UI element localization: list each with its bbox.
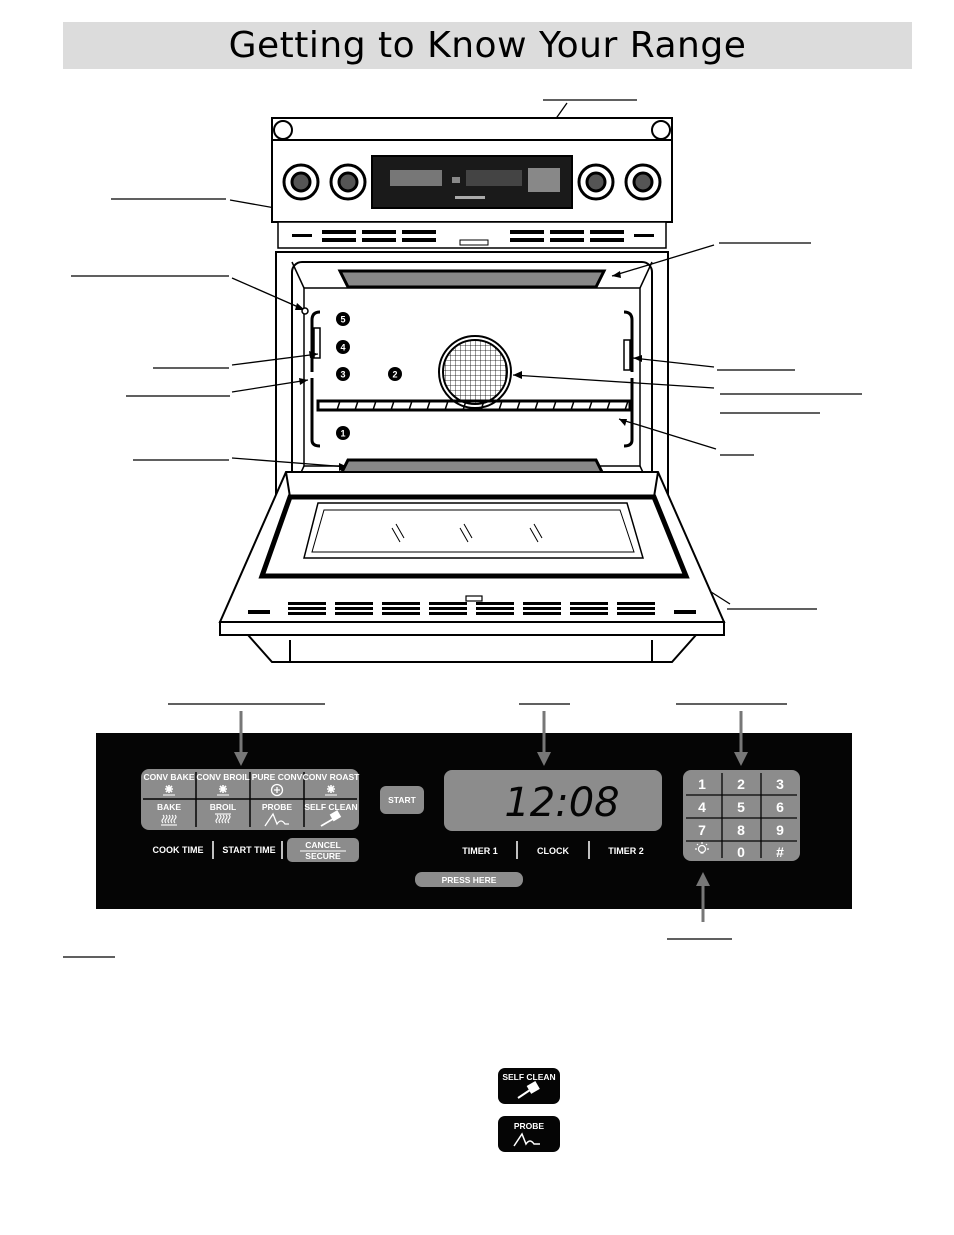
light-switch-icon	[301, 307, 309, 315]
bake-button[interactable]: BAKE	[157, 802, 181, 826]
convection-fan	[438, 335, 512, 409]
keypad-key-label: #	[776, 844, 784, 860]
mode-button-label: CONV BAKE	[143, 772, 194, 782]
display-window: 12:08	[444, 770, 662, 831]
keypad-key-0[interactable]: 0	[737, 844, 745, 860]
clock-button[interactable]: CLOCK	[537, 846, 569, 856]
page-title: Getting to Know Your Range	[228, 25, 747, 66]
start-time-button[interactable]: START TIME	[222, 845, 275, 855]
keypad-key-label: 2	[737, 776, 745, 792]
pure-conv-button[interactable]: PURE CONV	[252, 772, 303, 797]
oven-door	[218, 471, 726, 663]
range-vents-top	[292, 230, 654, 246]
timer1-button[interactable]: TIMER 1	[462, 846, 498, 856]
start-button-label: START	[388, 795, 417, 805]
rack-position-number: 5	[340, 315, 345, 325]
keypad-key-hash[interactable]: #	[776, 844, 784, 860]
door-vents	[248, 602, 696, 615]
brush-icon	[517, 1081, 540, 1099]
keypad-key-label: 5	[737, 799, 745, 815]
fan-icon	[219, 785, 227, 793]
press-here-button[interactable]: PRESS HERE	[415, 872, 523, 887]
keypad-key-7[interactable]: 7	[698, 822, 706, 838]
keypad-key-label: 9	[776, 822, 784, 838]
probe-icon	[264, 812, 289, 827]
rack-position-1: 1	[336, 426, 350, 440]
range-control-strip	[371, 155, 573, 209]
cook-time-button[interactable]: COOK TIME	[153, 845, 204, 855]
keypad-key-label: 7	[698, 822, 706, 838]
keypad-key-light[interactable]	[695, 842, 709, 854]
keypad-key-label: 8	[737, 822, 745, 838]
page-title-bar: Getting to Know Your Range	[63, 22, 912, 69]
fan-icon	[327, 785, 335, 793]
rack-position-number: 3	[340, 370, 345, 380]
keypad-key-6[interactable]: 6	[776, 799, 784, 815]
broil-element-icon	[215, 813, 231, 824]
keypad-key-label: 1	[698, 776, 706, 792]
cancel-label: CANCEL	[305, 840, 340, 850]
legend-self-clean-label: SELF CLEAN	[502, 1072, 555, 1082]
mode-button-label: BAKE	[157, 802, 181, 812]
self-clean-button[interactable]: SELF CLEAN	[304, 802, 358, 827]
keypad-key-label: 4	[698, 799, 706, 815]
panel-arrows	[234, 711, 748, 922]
rack-position-number: 4	[340, 343, 345, 353]
mode-button-label: CONV ROAST	[303, 772, 360, 782]
brush-icon	[320, 810, 342, 827]
rack-position-number: 2	[392, 370, 397, 380]
numeric-keypad	[683, 770, 800, 861]
keypad-key-label: 0	[737, 844, 745, 860]
conv-bake-button[interactable]: CONV BAKE	[143, 772, 195, 796]
keypad-key-1[interactable]: 1	[698, 776, 706, 792]
keypad-key-8[interactable]: 8	[737, 822, 745, 838]
rack-supports	[310, 310, 634, 448]
range-knobs	[282, 163, 662, 201]
fan-icon	[165, 785, 173, 793]
legend-probe-label: PROBE	[514, 1121, 545, 1131]
probe-icon	[513, 1132, 540, 1147]
broil-button[interactable]: BROIL	[210, 802, 236, 824]
bake-element-icon	[161, 814, 177, 826]
keypad-key-9[interactable]: 9	[776, 822, 784, 838]
mode-button-label: PROBE	[262, 802, 293, 812]
keypad-key-5[interactable]: 5	[737, 799, 745, 815]
keypad-key-4[interactable]: 4	[698, 799, 706, 815]
conv-broil-button[interactable]: CONV BROIL	[196, 772, 250, 796]
legend-probe-button: PROBE	[498, 1116, 560, 1152]
conv-roast-button[interactable]: CONV ROAST	[303, 772, 360, 796]
start-button[interactable]: START	[380, 786, 424, 814]
rack-position-markers: 1 2 3 4 5	[336, 312, 402, 440]
probe-button[interactable]: PROBE	[262, 802, 293, 827]
press-here-label: PRESS HERE	[442, 875, 497, 885]
timer2-button[interactable]: TIMER 2	[608, 846, 644, 856]
rack-position-3: 3	[336, 367, 350, 381]
keypad-key-label: 3	[776, 776, 784, 792]
mode-button-label: CONV BROIL	[196, 772, 249, 782]
legend-self-clean-button: SELF CLEAN	[498, 1068, 560, 1104]
mode-button-label: PURE CONV	[252, 772, 303, 782]
mode-button-label: SELF CLEAN	[304, 802, 357, 812]
keypad-key-label: 6	[776, 799, 784, 815]
keypad-key-3[interactable]: 3	[776, 776, 784, 792]
rack-position-5: 5	[336, 312, 350, 326]
top-broil-element	[337, 269, 607, 289]
keypad-key-2[interactable]: 2	[737, 776, 745, 792]
rack-position-2: 2	[388, 367, 402, 381]
clock-display: 12:08	[504, 780, 619, 826]
mode-button-grid	[141, 769, 359, 830]
light-bulb-icon	[695, 842, 709, 854]
rack-position-4: 4	[336, 340, 350, 354]
rack-position-number: 1	[340, 429, 345, 439]
cancel-secure-button[interactable]: CANCEL SECURE	[287, 838, 359, 862]
secure-label: SECURE	[305, 851, 341, 861]
fan-circle-icon	[270, 783, 284, 797]
oven-rack	[316, 399, 632, 412]
mode-button-label: BROIL	[210, 802, 236, 812]
